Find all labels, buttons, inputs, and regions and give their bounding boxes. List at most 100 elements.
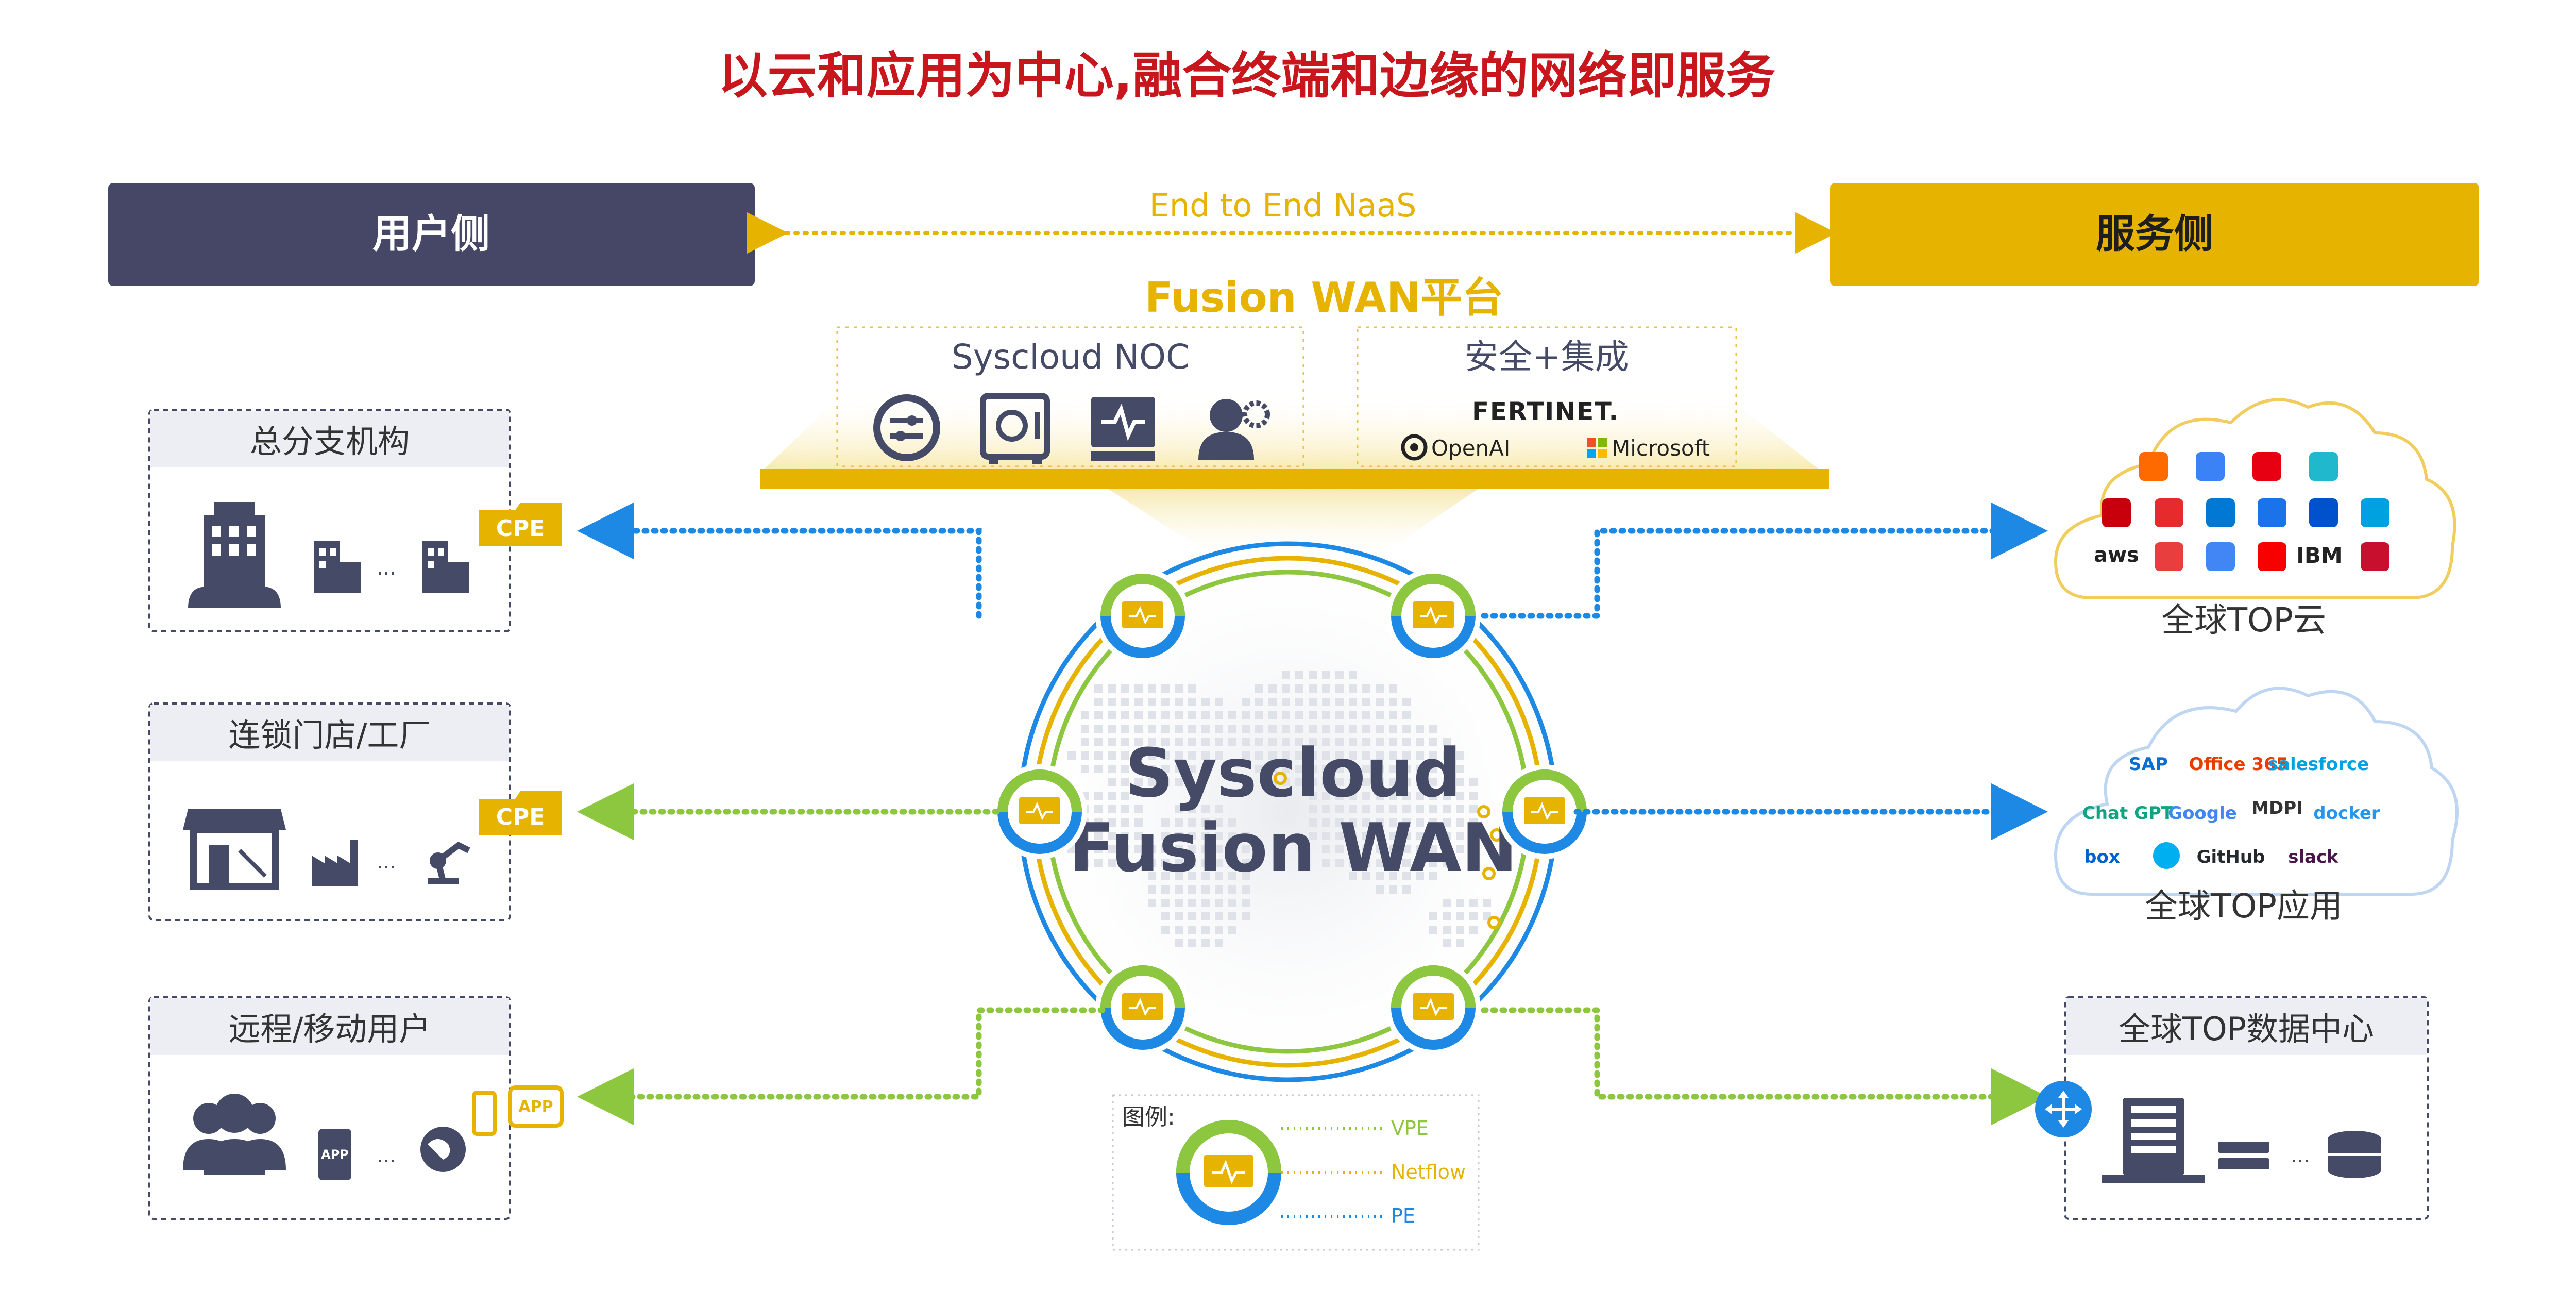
map-dot <box>1175 818 1183 827</box>
map-dot <box>1201 845 1210 853</box>
map-dot <box>1134 845 1143 853</box>
map-dot <box>1376 818 1384 827</box>
map-dot <box>1215 939 1223 947</box>
map-dot <box>1215 859 1223 867</box>
map-dot <box>1362 738 1370 746</box>
map-dot <box>1389 751 1397 760</box>
map-dot <box>1108 738 1116 746</box>
cloud-provider-logo <box>2309 452 2338 481</box>
map-dot <box>1108 684 1116 693</box>
map-dot <box>1148 725 1156 733</box>
panel-remote-title: 远程/移动用户 <box>229 1010 431 1048</box>
map-dot <box>1362 711 1370 719</box>
map-dot <box>1362 859 1370 867</box>
map-dot <box>1161 698 1170 706</box>
map-dot <box>1456 751 1464 760</box>
map-dot <box>1201 711 1210 719</box>
map-dot <box>1188 698 1196 706</box>
cloud-ibm-label: IBM <box>2296 543 2342 568</box>
map-dot <box>1322 818 1330 827</box>
branch-building-icon-2 <box>422 541 469 593</box>
map-dot <box>1134 751 1143 760</box>
map-dot <box>1175 765 1183 773</box>
map-dot <box>1268 765 1277 773</box>
map-dot <box>1309 818 1317 827</box>
map-dot <box>1188 885 1196 894</box>
cloud-title: 全球TOP云 <box>2161 601 2326 640</box>
map-dot <box>1108 725 1116 733</box>
map-dot <box>1402 818 1411 827</box>
map-dot <box>1469 792 1478 800</box>
map-dot <box>1362 698 1370 706</box>
storefront-icon <box>183 809 286 890</box>
node-pulse <box>1420 606 1447 625</box>
map-dot <box>1389 698 1397 706</box>
map-dot <box>1188 684 1196 693</box>
core-title-line1: Syscloud <box>1125 734 1461 812</box>
map-dot <box>1376 765 1384 773</box>
map-dot <box>1188 926 1196 934</box>
map-dot <box>1188 872 1196 880</box>
map-dot <box>1376 751 1384 760</box>
cloud-provider-logo <box>2258 542 2286 571</box>
map-dot <box>1376 885 1384 894</box>
globe-user-icon <box>420 1127 466 1172</box>
map-dot <box>1148 778 1156 786</box>
map-dot <box>1094 711 1103 719</box>
map-dot <box>1228 859 1236 867</box>
map-dot <box>1389 872 1397 880</box>
map-dot <box>1161 751 1170 760</box>
app-logo-label: Chat GPT <box>2082 803 2174 824</box>
map-dot <box>1389 859 1397 867</box>
cloud-provider-logos <box>2102 452 2389 571</box>
map-dot <box>1094 805 1103 813</box>
cloud-provider-logo <box>2206 498 2235 527</box>
openai-label: OpenAI <box>1431 436 1510 461</box>
map-dot <box>1456 805 1464 813</box>
map-dot <box>1362 765 1370 773</box>
map-dot <box>1242 912 1250 920</box>
map-dot <box>1322 765 1330 773</box>
map-dot <box>1335 805 1344 813</box>
app-badge-label: APP <box>518 1098 553 1116</box>
safe-vault-icon <box>980 393 1050 464</box>
map-dot <box>1389 725 1397 733</box>
map-dot <box>1268 751 1277 760</box>
map-dot <box>1215 725 1223 733</box>
map-dot <box>1094 725 1103 733</box>
map-dot <box>1443 751 1451 760</box>
map-dot <box>1416 872 1424 880</box>
map-dot <box>1242 859 1250 867</box>
map-dot <box>1362 872 1370 880</box>
map-dot <box>1081 751 1089 760</box>
map-dot <box>1201 832 1210 840</box>
map-dot <box>1443 738 1451 746</box>
panel-branch-ellipsis: ... <box>377 556 396 580</box>
map-dot <box>1402 778 1411 786</box>
map-dot <box>1402 751 1411 760</box>
map-dot <box>1201 818 1210 827</box>
map-dot <box>1215 912 1223 920</box>
map-dot <box>1201 765 1210 773</box>
map-dot <box>1188 845 1196 853</box>
map-dot <box>1148 751 1156 760</box>
map-dot <box>1349 778 1357 786</box>
server-rack-icon <box>2102 1098 2205 1183</box>
mobile-app-icon: APP <box>318 1129 351 1180</box>
map-dot <box>1201 859 1210 867</box>
map-dot <box>1228 899 1236 907</box>
map-dot <box>1121 818 1129 827</box>
map-dot <box>1201 698 1210 706</box>
map-dot <box>1255 765 1263 773</box>
map-dot <box>1228 738 1236 746</box>
map-dot <box>1215 845 1223 853</box>
map-dot <box>1322 671 1330 679</box>
branch-building-icon <box>314 541 361 593</box>
cloud-aws-label: aws <box>2094 543 2139 567</box>
map-dot <box>1335 671 1344 679</box>
map-dot <box>1429 872 1437 880</box>
map-dot <box>1443 765 1451 773</box>
map-dot <box>1335 778 1344 786</box>
map-dot <box>1349 725 1357 733</box>
map-dot <box>1134 805 1143 813</box>
